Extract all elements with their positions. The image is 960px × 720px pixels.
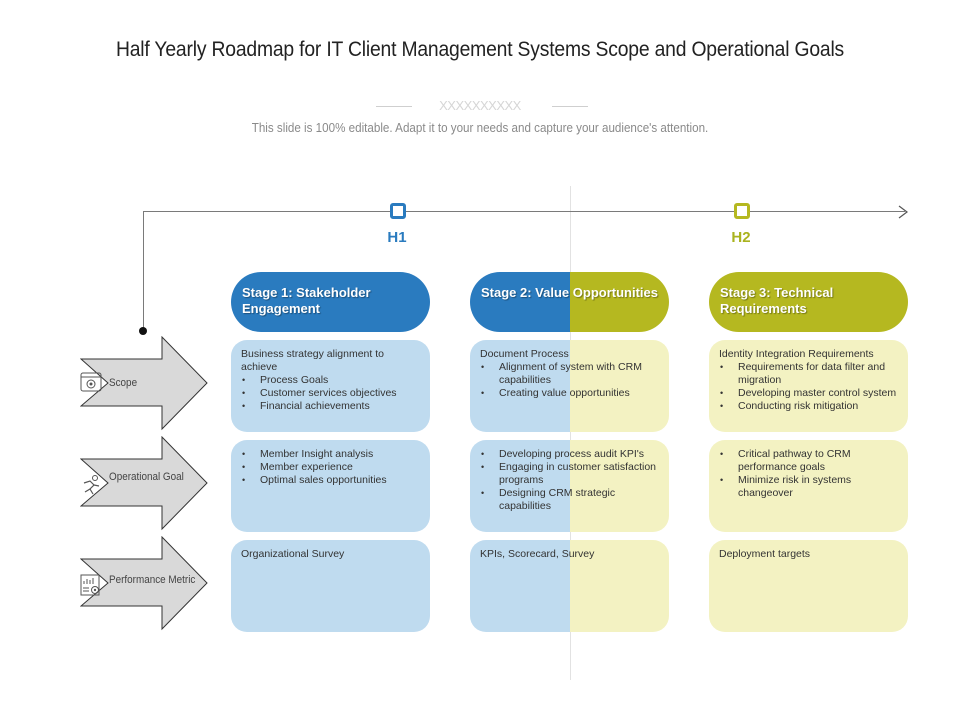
slide-title: Half Yearly Roadmap for IT Client Manage… <box>115 38 845 61</box>
bullet-item: Member experience <box>241 461 420 474</box>
cell-scope-stage-2: Document Process Alignment of system wit… <box>470 340 669 432</box>
cell-heading: Organizational Survey <box>241 548 345 560</box>
cell-heading: Document Process <box>480 348 569 360</box>
row-label-performance-metric: Performance Metric <box>109 574 196 586</box>
row-label-operational-goal: Operational Goal <box>109 471 184 483</box>
h2-label: H2 <box>731 229 751 246</box>
bullet-item: Creating value opportunities <box>480 387 659 400</box>
timeline-connector <box>143 211 144 331</box>
h1-marker <box>390 203 406 219</box>
bullet-item: Process Goals <box>241 374 420 387</box>
row-arrow-shape <box>80 436 208 531</box>
bullet-item: Developing process audit KPI's <box>480 448 659 461</box>
divider-left <box>376 106 412 107</box>
row-performance-metric: Performance Metric <box>80 536 210 632</box>
timeline-start-dot <box>139 327 147 335</box>
h1-label: H1 <box>387 229 407 246</box>
bullet-item: Minimize risk in systems changeover <box>719 474 898 500</box>
bullet-item: Optimal sales opportunities <box>241 474 420 487</box>
row-operational-goal: Operational Goal <box>80 436 210 532</box>
stage-2-header: Stage 2: Value Opportunities <box>470 272 669 332</box>
cell-scope-stage-1: Business strategy alignment to achieve P… <box>231 340 430 432</box>
slide-subtitle: This slide is 100% editable. Adapt it to… <box>251 121 709 135</box>
half-divider-line <box>570 186 571 680</box>
stage-1-header: Stage 1: Stakeholder Engagement <box>231 272 430 332</box>
placeholder-row: XXXXXXXXXX <box>0 98 960 114</box>
timeline-axis <box>143 211 905 212</box>
cell-operational-goal-stage-3: Critical pathway to CRM performance goal… <box>709 440 908 532</box>
divider-right <box>552 106 588 107</box>
arrowhead-icon <box>898 205 908 219</box>
bullet-item: Requirements for data filter and migrati… <box>719 361 898 387</box>
cell-performance-metric-stage-3: Deployment targets <box>709 540 908 632</box>
bullet-item: Member Insight analysis <box>241 448 420 461</box>
cell-scope-stage-3: Identity Integration Requirements Requir… <box>709 340 908 432</box>
bullet-item: Financial achievements <box>241 400 420 413</box>
cell-heading: Business strategy alignment to achieve <box>241 348 384 373</box>
cell-heading: Deployment targets <box>719 548 811 560</box>
bullet-item: Conducting risk mitigation <box>719 400 898 413</box>
target-window-icon <box>80 372 102 392</box>
cell-operational-goal-stage-1: Member Insight analysis Member experienc… <box>231 440 430 532</box>
bullet-item: Customer services objectives <box>241 387 420 400</box>
cell-operational-goal-stage-2: Developing process audit KPI's Engaging … <box>470 440 669 532</box>
stage-3-header: Stage 3: Technical Requirements <box>709 272 908 332</box>
bullet-item: Designing CRM strategic capabilities <box>480 487 659 513</box>
report-chart-icon <box>80 574 100 596</box>
cell-heading: KPIs, Scorecard, Survey <box>480 548 595 560</box>
row-scope: Scope <box>80 336 210 432</box>
bullet-item: Developing master control system <box>719 387 898 400</box>
row-label-scope: Scope <box>109 377 138 389</box>
cell-performance-metric-stage-1: Organizational Survey <box>231 540 430 632</box>
bullet-item: Critical pathway to CRM performance goal… <box>719 448 898 474</box>
bullet-item: Engaging in customer satisfaction progra… <box>480 461 659 487</box>
cell-heading: Identity Integration Requirements <box>719 348 874 360</box>
cell-performance-metric-stage-2: KPIs, Scorecard, Survey <box>470 540 669 632</box>
placeholder-text: XXXXXXXXXX <box>439 98 521 113</box>
running-person-icon <box>83 475 100 495</box>
h2-marker <box>734 203 750 219</box>
bullet-item: Alignment of system with CRM capabilitie… <box>480 361 659 387</box>
